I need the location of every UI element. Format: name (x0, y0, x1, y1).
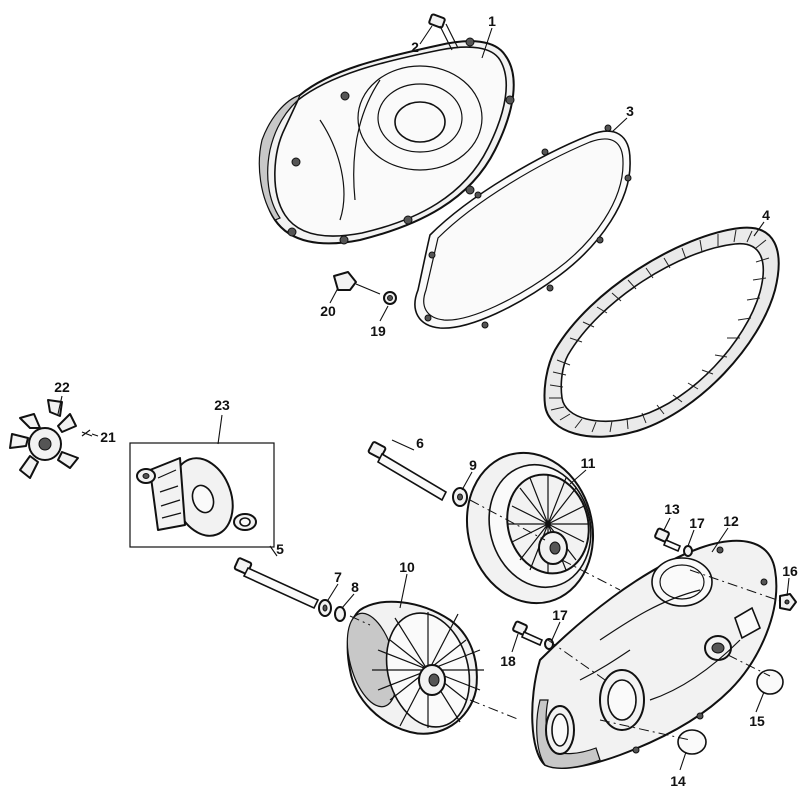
callout-4: 4 (762, 207, 770, 223)
upper-long-bolt-part (367, 441, 448, 502)
callout-14: 14 (670, 773, 686, 789)
lower-spacer-part (334, 606, 346, 622)
callout-1: 1 (488, 13, 496, 29)
drive-belt-part (543, 226, 780, 438)
cover-screw-part (654, 527, 682, 553)
sensor-part (333, 271, 397, 305)
callout-8: 8 (351, 579, 359, 595)
callout-10: 10 (399, 559, 415, 575)
outer-cover-part (258, 37, 515, 245)
secondary-clutch-part (465, 451, 595, 605)
callout-9: 9 (469, 457, 477, 473)
callout-17-upper: 17 (689, 515, 705, 531)
callout-18: 18 (500, 653, 516, 669)
callout-6: 6 (416, 435, 424, 451)
callout-12: 12 (723, 513, 739, 529)
callout-23: 23 (214, 397, 230, 413)
callout-21: 21 (100, 429, 116, 445)
primary-clutch-part (346, 600, 484, 735)
pin-part (81, 429, 93, 437)
cover-bolt-part (428, 13, 459, 51)
lower-washer-part (318, 599, 332, 617)
sheave-kit-part (129, 442, 275, 548)
cover-gasket-part (414, 124, 632, 329)
lower-long-bolt-part (233, 557, 320, 610)
callout-16: 16 (782, 563, 798, 579)
spider-part (9, 399, 79, 479)
upper-o-ring-part (683, 545, 693, 557)
callout-22: 22 (54, 379, 70, 395)
callout-2: 2 (411, 39, 419, 55)
lower-screw-part (512, 620, 544, 647)
callout-labels: 1 2 3 4 5 6 7 8 9 10 11 12 13 14 15 16 1… (54, 13, 798, 789)
callout-20: 20 (320, 303, 336, 319)
callout-7: 7 (334, 569, 342, 585)
side-seal-part (756, 669, 784, 695)
leader-lines (57, 25, 790, 771)
upper-washer-part (452, 487, 468, 507)
callout-11: 11 (581, 455, 596, 471)
callout-17-lower: 17 (552, 607, 568, 623)
callout-5: 5 (276, 541, 284, 557)
callout-3: 3 (626, 103, 634, 119)
callout-19: 19 (370, 323, 386, 339)
callout-15: 15 (749, 713, 765, 729)
inner-cover-part (531, 539, 778, 769)
assembly-axis-lines (349, 499, 787, 741)
lower-seal-part (677, 729, 707, 755)
callout-13: 13 (664, 501, 680, 517)
nut-part (779, 593, 797, 611)
